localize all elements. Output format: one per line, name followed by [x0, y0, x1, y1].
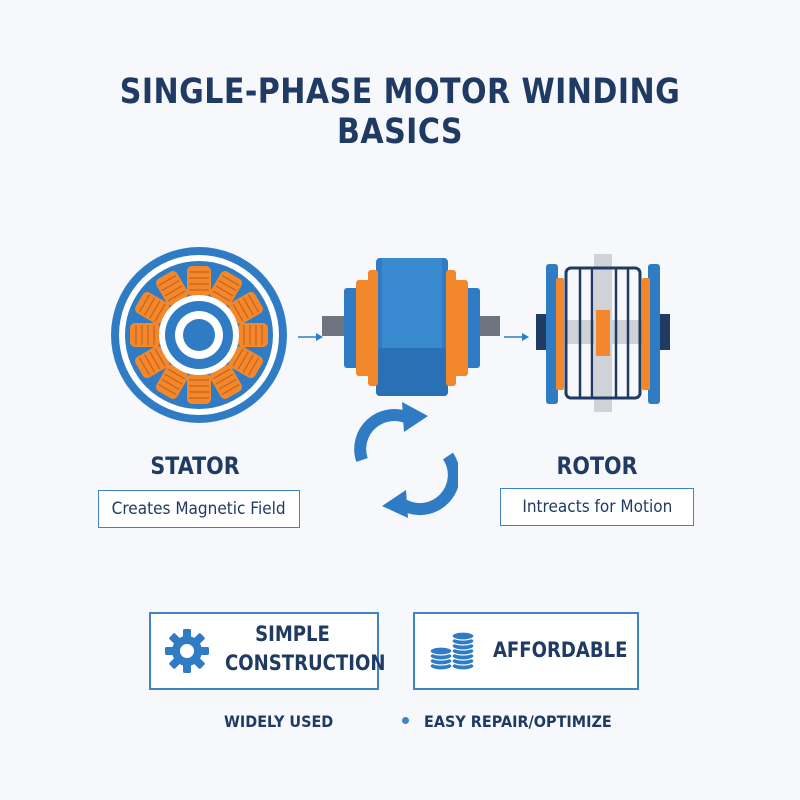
arrow-right-icon [298, 333, 323, 341]
rotor-caption-text: Intreacts for Motion [522, 497, 672, 517]
stator-coil [135, 345, 170, 379]
stator-coil [130, 323, 160, 347]
feature-label-simple-construction: SIMPLE CONSTRUCTION [212, 620, 385, 678]
stator-caption-text: Creates Magnetic Field [112, 499, 286, 519]
bottom-point-widely-used: WIDELY USED [224, 712, 334, 731]
rotor-illustration [536, 254, 670, 412]
stator-coil [187, 374, 211, 404]
page-title: SINGLE-PHASE MOTOR WINDING BASICS [119, 72, 681, 152]
bullet-icon [402, 717, 409, 724]
feature-line-2: CONSTRUCTION [225, 651, 386, 675]
stator-illustration [111, 247, 287, 423]
feature-label-affordable: AFFORDABLE [482, 636, 630, 665]
stator-coil [155, 364, 189, 399]
stator-coil [135, 291, 170, 325]
gear-icon [165, 629, 209, 673]
coins-icon [429, 631, 475, 671]
stator-coil [238, 323, 268, 347]
stator-coil [187, 266, 211, 296]
stator-label: STATOR [150, 452, 240, 480]
arrow-right-icon [504, 333, 529, 341]
stator-coil [209, 271, 243, 306]
stator-caption: Creates Magnetic Field [98, 490, 300, 528]
feature-line-1: SIMPLE [254, 622, 330, 646]
stator-coil [155, 271, 189, 306]
feature-label-text: AFFORDABLE [492, 638, 628, 662]
stator-coil [209, 364, 243, 399]
rotor-label: ROTOR [556, 452, 638, 480]
rotation-arrows-icon [354, 402, 458, 518]
stator-coil [228, 345, 263, 379]
bottom-point-easy-repair: EASY REPAIR/OPTIMIZE [424, 712, 612, 731]
rotor-caption: Intreacts for Motion [500, 488, 694, 526]
motor-illustration [322, 258, 500, 396]
stator-coil [228, 291, 263, 325]
